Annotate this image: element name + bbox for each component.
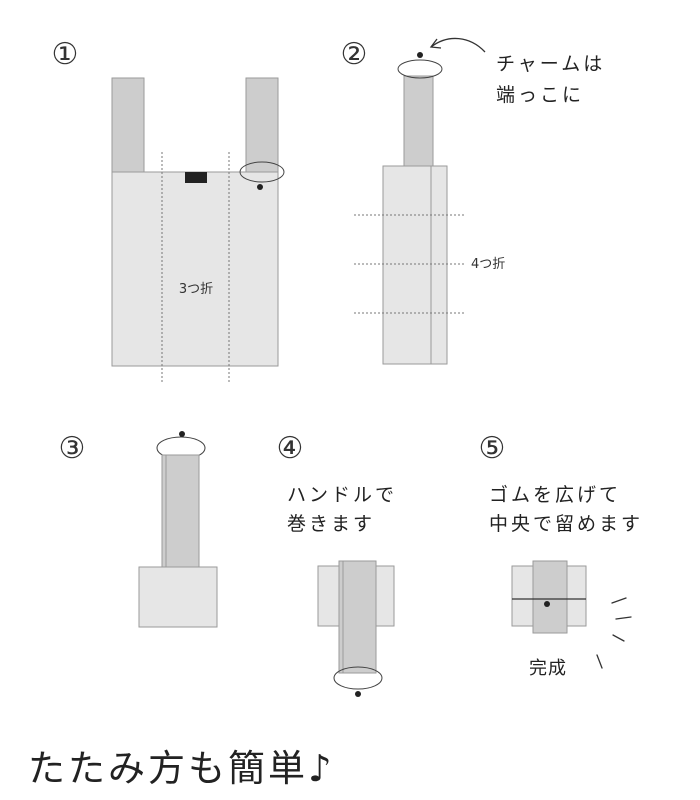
step-2-charm-bead — [417, 52, 423, 58]
step-3-charm-bead — [179, 431, 185, 437]
step-4: ④ ハンドルで 巻きます — [277, 431, 397, 697]
step-2-note-line-1: チャームは — [496, 53, 605, 75]
step-4-charm-bead — [355, 691, 361, 697]
step-1-right-handle — [245, 77, 279, 173]
step-2-number: ② — [341, 37, 368, 72]
step-3: ③ — [59, 431, 218, 628]
step-4-note-line-2: 巻きます — [287, 513, 375, 535]
step-1-charm-ring — [239, 161, 285, 183]
step-5-note-line-2: 中央で留めます — [489, 513, 643, 535]
step-4-charm-ring — [333, 666, 383, 690]
step-4-note-line-1: ハンドルで — [287, 484, 397, 506]
step-2-note-line-2: 端っこに — [496, 84, 584, 106]
step-1: ① 3つ折 — [52, 37, 285, 384]
step-5-charm-bead — [544, 601, 550, 607]
step-2-charm-ring — [397, 59, 443, 79]
step-3-number: ③ — [59, 431, 86, 466]
step-1-number: ① — [52, 37, 79, 72]
step-2-arrow-head — [429, 38, 442, 49]
step-2-arrow — [430, 37, 486, 53]
step-3-bag-body — [138, 566, 218, 628]
step-5-number: ⑤ — [479, 431, 506, 466]
step-1-fold-label: 3つ折 — [179, 282, 213, 297]
step-5-done-label: 完成 — [529, 658, 567, 679]
step-2: ② 4つ折 チャームは 端っこに — [341, 37, 605, 365]
footer-title: たたみ方も簡単♪ — [28, 747, 335, 790]
step-5: ⑤ ゴムを広げて 中央で留めます 完成 — [479, 431, 643, 679]
step-5-wrapped-handle — [532, 560, 568, 634]
step-2-handle — [403, 75, 434, 169]
step-1-black-tag — [185, 172, 207, 183]
step-4-number: ④ — [277, 431, 304, 466]
step-1-bag-body — [111, 171, 279, 367]
step-3-handle — [161, 454, 200, 568]
sparkle-icon — [596, 597, 632, 669]
step-2-fold-label: 4つ折 — [471, 257, 505, 272]
step-2-bag-body — [382, 165, 448, 365]
step-1-charm-bead — [257, 184, 263, 190]
step-4-wrapped-handle — [338, 560, 377, 674]
step-5-note-line-1: ゴムを広げて — [489, 484, 621, 506]
step-1-left-handle — [111, 77, 145, 173]
